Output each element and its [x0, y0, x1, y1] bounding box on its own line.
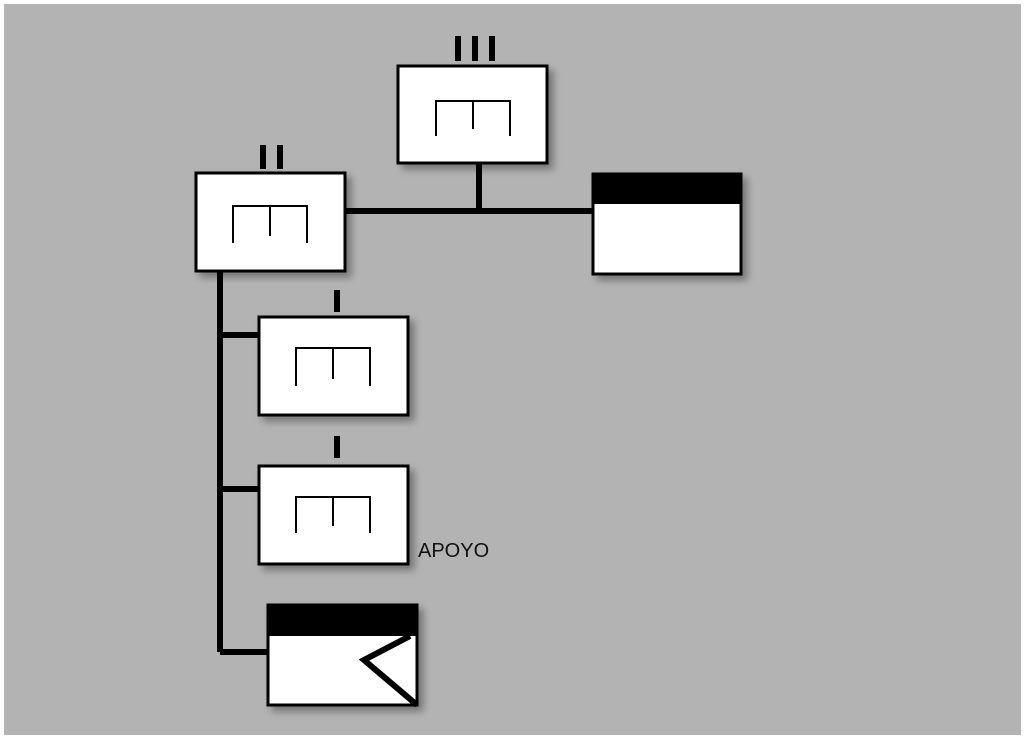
unit-symbol-icon	[435, 100, 511, 136]
unit-symbol-icon	[295, 496, 371, 533]
unit-box-ii	[194, 145, 347, 273]
unit-label-apoyo: APOYO	[418, 540, 489, 562]
echelon-mark-i-b	[334, 436, 340, 458]
support-box-top	[591, 172, 743, 276]
support-header-bar	[593, 174, 741, 204]
echelon-marks-ii	[260, 145, 283, 169]
echelon-mark-i-a	[334, 290, 340, 312]
unit-box-iii	[396, 36, 549, 165]
unit-box-i-a	[257, 290, 410, 417]
support-header-bar	[268, 605, 417, 636]
support-box-bottom	[266, 603, 419, 708]
connector-lines	[217, 163, 592, 655]
unit-box-i-b: APOYO	[257, 436, 489, 566]
echelon-marks-iii	[455, 36, 495, 61]
unit-symbol-icon	[232, 205, 308, 243]
chevron-left-icon	[358, 633, 419, 708]
unit-symbol-icon	[295, 347, 371, 386]
